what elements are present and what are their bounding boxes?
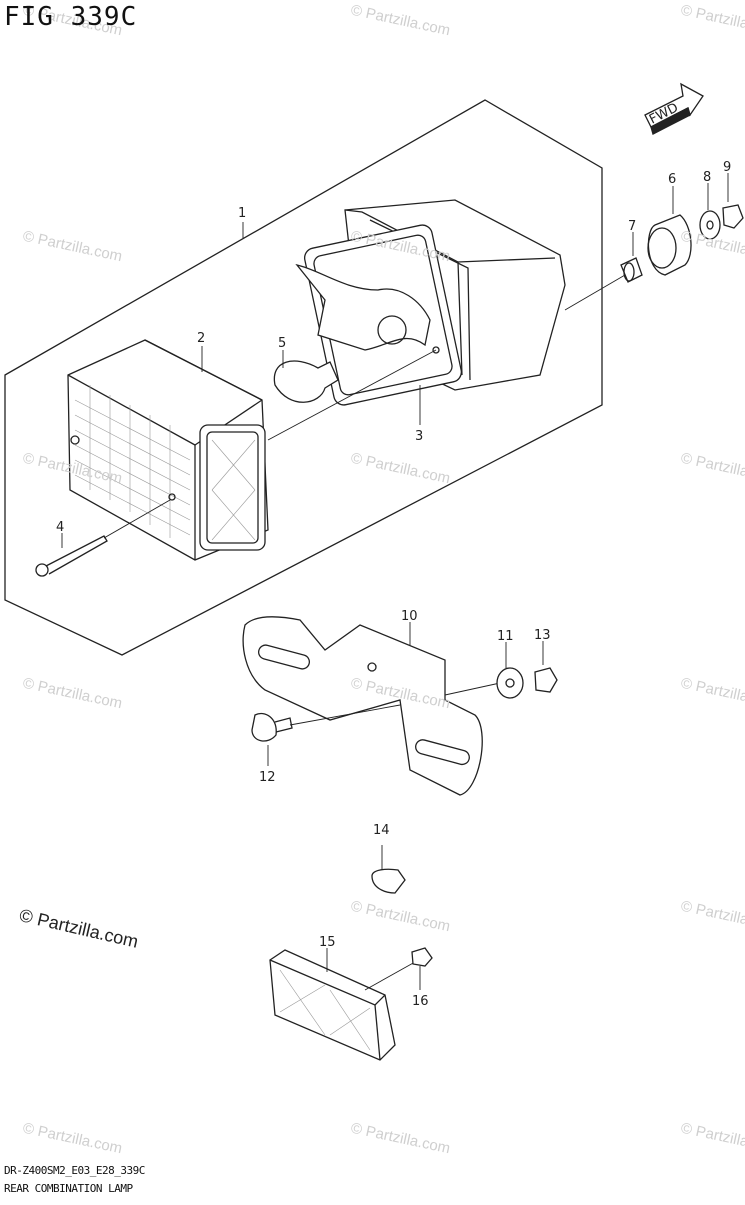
callout-13: 13: [534, 628, 551, 643]
callout-10: 10: [401, 609, 418, 624]
callout-3: 3: [415, 429, 423, 444]
callout-7: 7: [628, 219, 636, 234]
callout-9: 9: [723, 160, 731, 175]
callout-2: 2: [197, 331, 205, 346]
lamp-housing: [295, 199, 566, 406]
lens-screw: [35, 499, 171, 577]
diagram-name: REAR COMBINATION LAMP: [4, 1182, 133, 1195]
reflector: [269, 947, 433, 1061]
callout-1: 1: [238, 206, 246, 221]
callout-5: 5: [278, 336, 286, 351]
callout-12: 12: [259, 770, 276, 785]
assembly-outline: [4, 99, 603, 656]
clip: [371, 845, 406, 894]
callout-14: 14: [373, 823, 390, 838]
bracket-hardware: [251, 667, 558, 742]
callout-6: 6: [668, 172, 676, 187]
diagram-code: DR-Z400SM2_E03_E28_339C: [4, 1164, 145, 1177]
leader-lines: [61, 173, 729, 990]
callout-16: 16: [412, 994, 429, 1009]
callouts: 1 2 3 4 5 6 7 8 9 10 11 12 13 14 15 16: [56, 160, 731, 1009]
callout-4: 4: [56, 520, 64, 535]
callout-15: 15: [319, 935, 336, 950]
fwd-arrow: FWD: [644, 82, 704, 135]
mount-hardware: [564, 204, 744, 311]
license-bracket: [242, 616, 501, 796]
lamp-lens: [67, 339, 269, 561]
bulb: [267, 349, 437, 441]
callout-8: 8: [703, 170, 711, 185]
figure-title: FIG 339C: [4, 2, 138, 32]
callout-11: 11: [497, 629, 514, 644]
